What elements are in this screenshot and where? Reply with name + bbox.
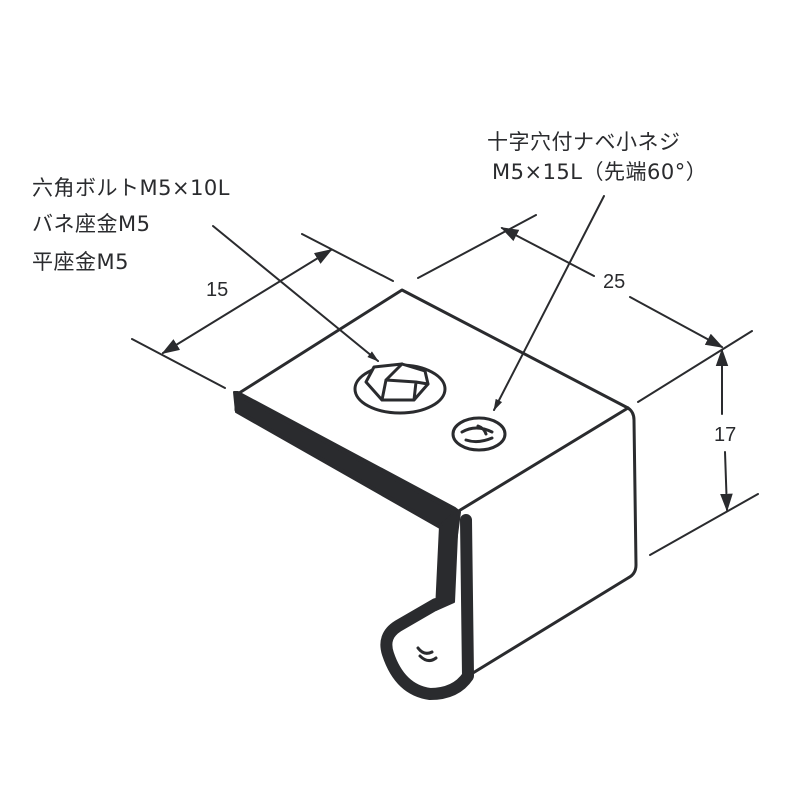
- callout-pan-screw-line-1: 十字穴付ナベ小ネジ: [487, 130, 681, 154]
- dimension-depth-line-a: [500, 227, 595, 277]
- bracket-top-face: [234, 288, 630, 514]
- leader-hex-bolt: [212, 225, 379, 362]
- hex-bolt-icon: [353, 362, 447, 415]
- callout-pan-screw-line-2: M5×15L（先端60°）: [492, 160, 708, 184]
- callout-hex-bolt-line-1: 六角ボルトM5×10L: [32, 176, 230, 200]
- callout-flat-washer: 平座金M5: [32, 250, 129, 274]
- dimension-depth-extension-lines: [417, 214, 753, 403]
- dimension-height-label: 17: [714, 424, 737, 446]
- dimension-height-line-b: [720, 451, 733, 512]
- dimension-depth-label: 25: [603, 271, 626, 293]
- dimension-width-line: [161, 249, 333, 354]
- dimension-height-extension-lower: [649, 493, 759, 556]
- dimension-width-extension-lines: [131, 233, 394, 389]
- bracket-side-face: [466, 406, 638, 678]
- bracket-curl: [380, 514, 474, 700]
- dimension-depth-line-b: [629, 296, 724, 348]
- callout-spring-washer: バネ座金M5: [32, 212, 151, 236]
- pan-head-screw-icon: [451, 416, 507, 452]
- leader-pan-screw: [493, 195, 605, 412]
